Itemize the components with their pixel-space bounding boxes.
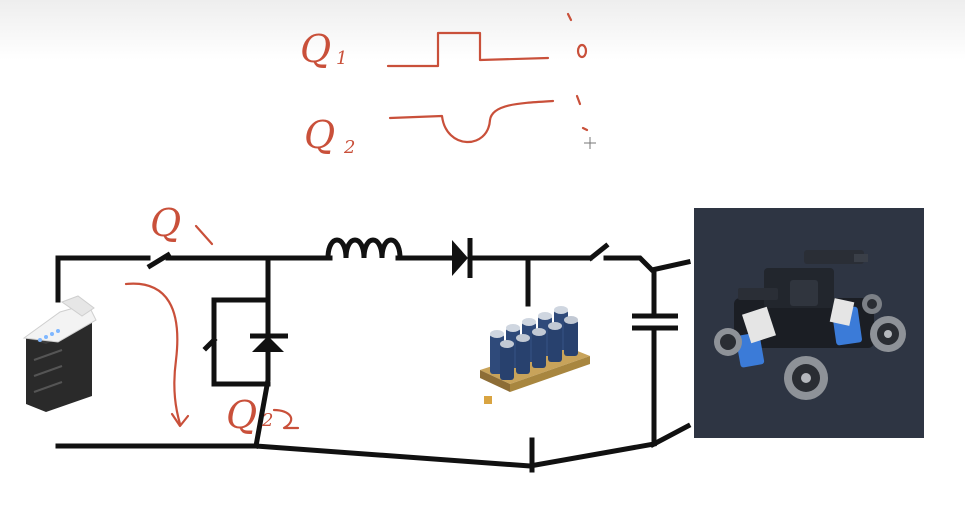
q1-waveform-annotation: Q 1 [300,12,588,71]
current-flow-arrow [124,282,190,428]
output-cap-bottom-lead [651,327,692,449]
q2-waveform-label: Q [304,113,335,157]
robot-illustration [714,250,906,400]
output-capacitor-symbol [632,313,678,331]
q2-switch-blade [202,336,218,352]
supercapacitor-bank-icon [480,306,590,404]
q2-waveform-label-sub: 2 [343,137,355,158]
capacitor-cells [490,306,578,380]
q2-body-diode-loop [211,297,271,387]
q2-waveform-annotation: Q 2 [304,94,589,158]
q1-tick-mark [566,12,573,22]
q2-switch-annotation: Q 2 [226,393,300,437]
ground-return-wire [55,441,657,469]
output-switch-blade [587,242,610,262]
q2-switch-label-sub: 2 [261,410,273,431]
q1-waveform-label-sub: 1 [336,48,347,69]
robot-rover-photo [694,208,924,438]
q2-switch-label-scribble [272,408,300,430]
top-background-fade [0,0,965,60]
q1-switch-blade [146,251,172,270]
q1-switch-label: Q [150,201,181,245]
drone-battery-icon [22,295,97,412]
boost-diode-symbol [452,238,473,278]
q1-square-wave [386,31,550,68]
q2-dot-mark [581,126,589,132]
q2-diode-symbol [250,333,288,352]
battery-positive-wire [55,255,151,303]
q1-end-mark [576,43,588,59]
q2-inverted-wave [388,99,555,144]
output-top-wire [603,255,691,273]
robot-wheels [714,294,906,400]
q1-switch-annotation: Q [150,201,214,246]
q1-switch-label-tail [194,224,214,246]
crosshair-cursor-icon [584,137,596,149]
q2-switch-label: Q [226,393,257,437]
q1-waveform-label: Q [300,27,331,71]
inductor-symbol [325,237,403,261]
q2-end-mark [575,94,582,106]
circuit-wires [55,242,692,473]
